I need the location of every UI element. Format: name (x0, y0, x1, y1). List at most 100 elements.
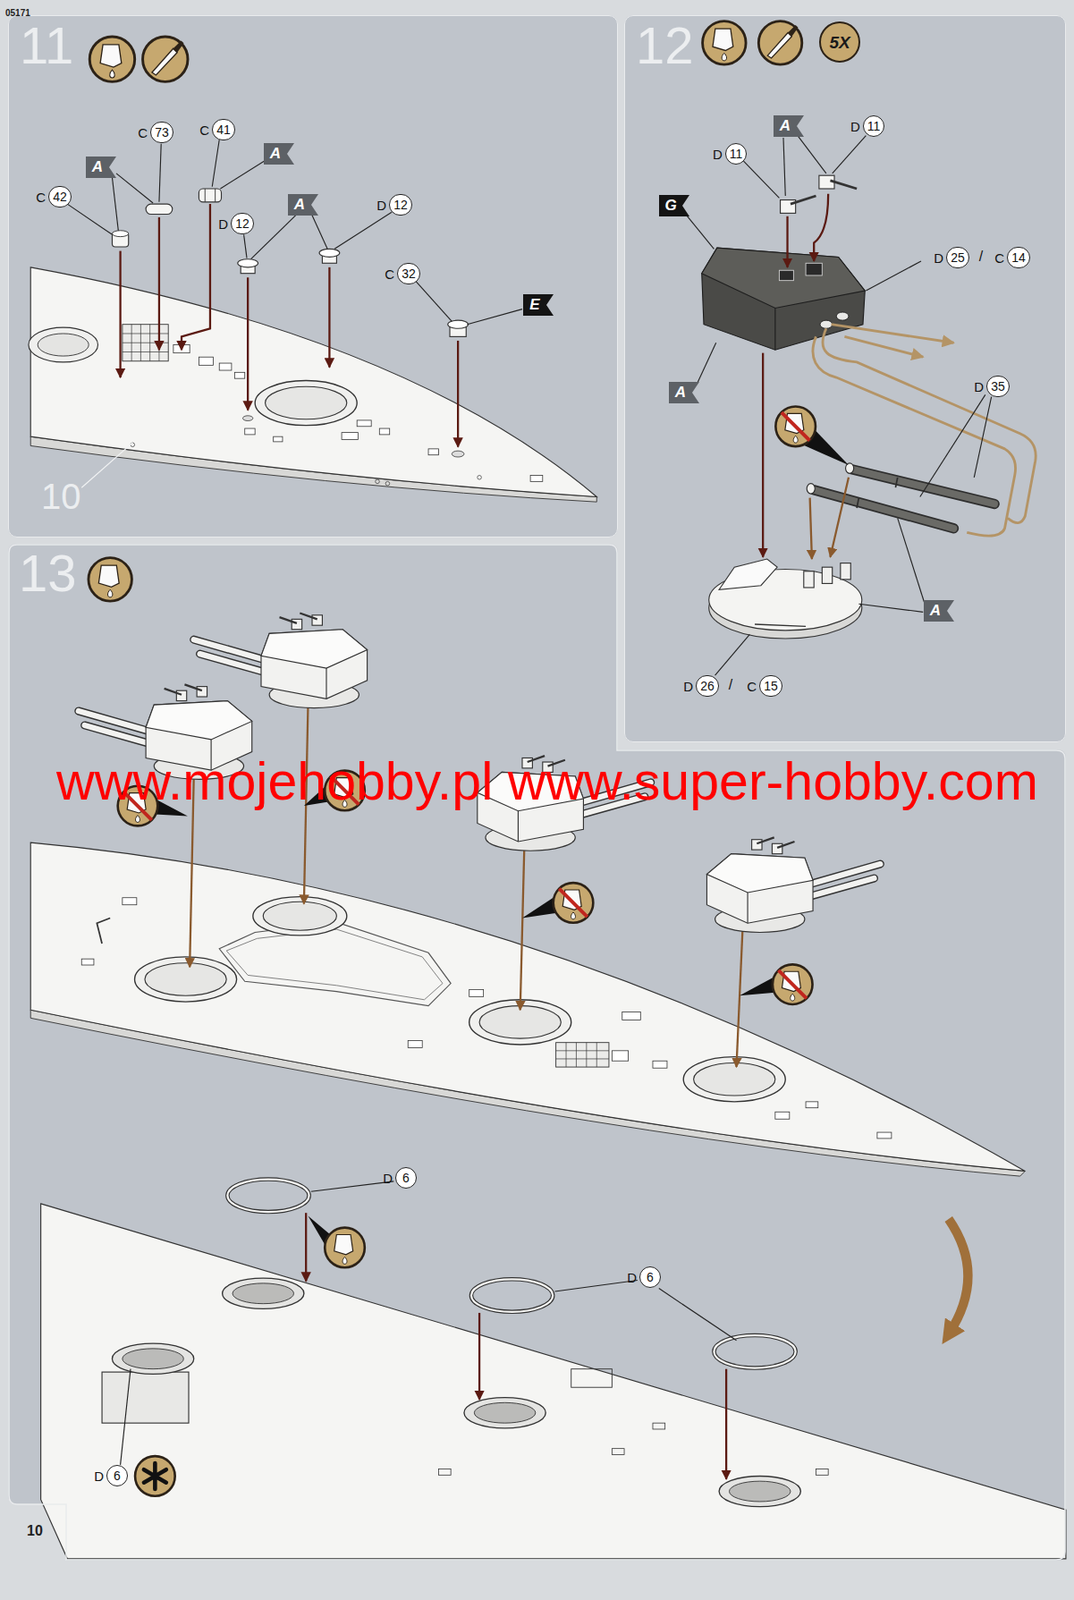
part-number: 6 (639, 1266, 661, 1288)
placement-arrow (181, 203, 211, 350)
bow-deck (265, 386, 347, 419)
part-letter: D (683, 679, 694, 694)
leader-line (715, 634, 751, 676)
leader-line (686, 135, 992, 676)
small-gun (790, 195, 817, 204)
alternative-separator: / (979, 248, 983, 265)
step-number: 11 (19, 19, 74, 72)
part-number: 35 (986, 375, 1010, 398)
ring-part (713, 1335, 795, 1368)
leader-line (120, 1181, 737, 1465)
part-number: 73 (150, 121, 174, 144)
alternative-separator: / (728, 676, 733, 694)
turret-base (709, 558, 863, 639)
bow-deck (28, 267, 597, 502)
small-gun (829, 180, 857, 189)
small-parts (111, 188, 468, 337)
placement-arrow (810, 477, 849, 559)
placement-arrow (762, 194, 829, 558)
part-number: 6 (395, 1167, 417, 1189)
gun-barrel (812, 489, 954, 528)
main-deck (226, 929, 443, 1000)
alternative-separator: / (728, 676, 733, 694)
colour-letter: A (668, 381, 693, 404)
step-icons (143, 36, 188, 82)
step-panel: 11C73C41AAC42AD12D12C32E (8, 15, 618, 538)
part-number: 14 (1006, 246, 1031, 269)
part-callout: C32 (384, 262, 420, 285)
alternative-separator: / (979, 248, 983, 265)
leader-line (251, 215, 296, 260)
turret-base (718, 558, 778, 590)
step-reference: 10 (41, 475, 82, 517)
leader-line (659, 1288, 737, 1341)
gun-route (812, 336, 1016, 536)
lower-hull (111, 1343, 194, 1374)
small-parts (145, 203, 173, 214)
colour-letter: A (287, 194, 312, 216)
main-deck (652, 1060, 668, 1068)
bow-deck (234, 372, 245, 379)
turret (706, 837, 880, 932)
flag-shape (523, 294, 554, 316)
lower-hull (222, 1277, 305, 1309)
placement-arrow (725, 1369, 728, 1480)
bow-deck (245, 428, 255, 435)
part-callout: D12 (376, 194, 412, 216)
flag-shape (287, 194, 319, 216)
main-deck (135, 956, 237, 1002)
part-callout: D6 (93, 1464, 128, 1487)
lower-hull (232, 1283, 294, 1304)
lower-hull (41, 1203, 1066, 1559)
lower-hull (41, 1203, 1066, 1559)
bow-deck (530, 475, 543, 483)
small-parts (198, 188, 221, 203)
step-icons (702, 21, 746, 65)
leader-line (244, 234, 247, 258)
turn-over-arrow (948, 1218, 969, 1335)
part-number: 32 (397, 262, 421, 285)
step-icons (89, 36, 135, 82)
colour-flag: A (668, 381, 700, 404)
small-gun (780, 175, 858, 213)
placement-arrow (829, 477, 849, 558)
part-letter: D (376, 198, 387, 212)
part-letter: D (850, 119, 861, 134)
ring-part (713, 1335, 795, 1368)
main-deck (96, 918, 110, 945)
gun-route (831, 324, 955, 344)
gun-barrel (806, 483, 815, 494)
bow-deck (30, 267, 597, 498)
bow-deck (379, 428, 390, 435)
bow-deck (273, 436, 283, 442)
lower-hull (101, 1371, 189, 1423)
lower-hull (571, 1369, 613, 1388)
bow-deck (356, 420, 372, 427)
turret-housing (805, 262, 822, 276)
panel-outline (8, 543, 1066, 1561)
part-callout: D11 (850, 115, 885, 137)
part-number: 25 (946, 246, 970, 269)
part-number: 11 (862, 115, 886, 137)
part-letter: D (712, 147, 723, 161)
bow-deck (428, 448, 439, 456)
lower-hull (464, 1397, 546, 1429)
flag-shape (85, 156, 117, 178)
main-deck (611, 1050, 628, 1061)
placement-arrow (810, 498, 812, 559)
leader-line (67, 203, 112, 235)
part-letter: C (35, 190, 46, 204)
quantity-badge: 5X (819, 21, 861, 63)
bow-deck (477, 475, 483, 481)
turret-housing (774, 307, 776, 350)
ring-part (227, 1179, 309, 1212)
turret-housing (701, 247, 865, 350)
panel-ground (8, 543, 1066, 1561)
main-deck (407, 1040, 423, 1048)
bow-deck (219, 363, 232, 371)
leader-line (743, 160, 779, 198)
placement-arrow (786, 216, 788, 268)
main-deck (683, 1057, 786, 1102)
page-number: 10 (26, 1522, 43, 1540)
lower-hull (815, 1468, 829, 1475)
